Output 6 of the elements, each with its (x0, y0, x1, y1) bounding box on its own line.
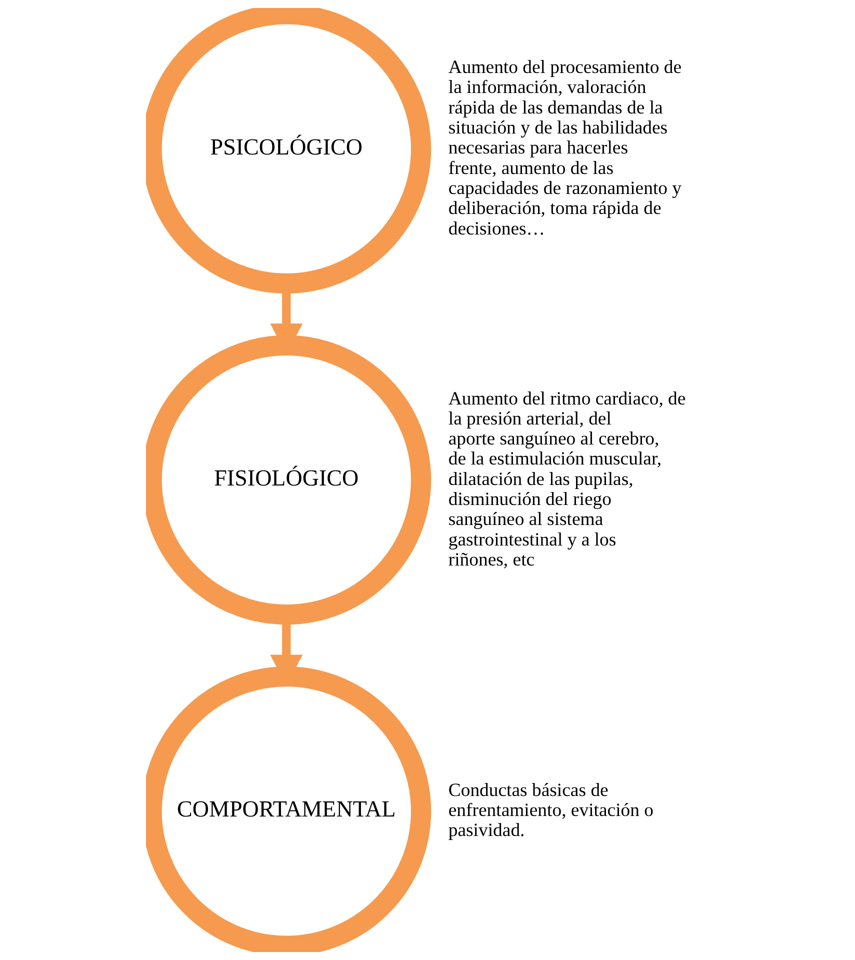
node-circle: FISIOLÓGICO (146, 335, 432, 625)
node-label: Aumento del procesamiento de la información, valoración rápida de las demandas de la situación y de las habilidades necesarias para hacerles frente, aumento de las capacidades de razonamiento y deliberación, toma rápida de decisiones… (448, 57, 682, 240)
node-circle: PSICOLÓGICO (146, 8, 432, 294)
node-circle: COMPORTAMENTAL (146, 666, 432, 952)
node-label: Aumento del ritmo cardiaco, de la presión arterial, del aporte sanguíneo al cerebro, de la estimulación muscular, dilatación de las pupilas, disminución del riego sanguíneo al sistema gastrointestinal y a los riñones, etc (448, 388, 686, 571)
node-label: Conductas básicas de enfrentamiento, evitación o pasividad. (448, 780, 654, 842)
